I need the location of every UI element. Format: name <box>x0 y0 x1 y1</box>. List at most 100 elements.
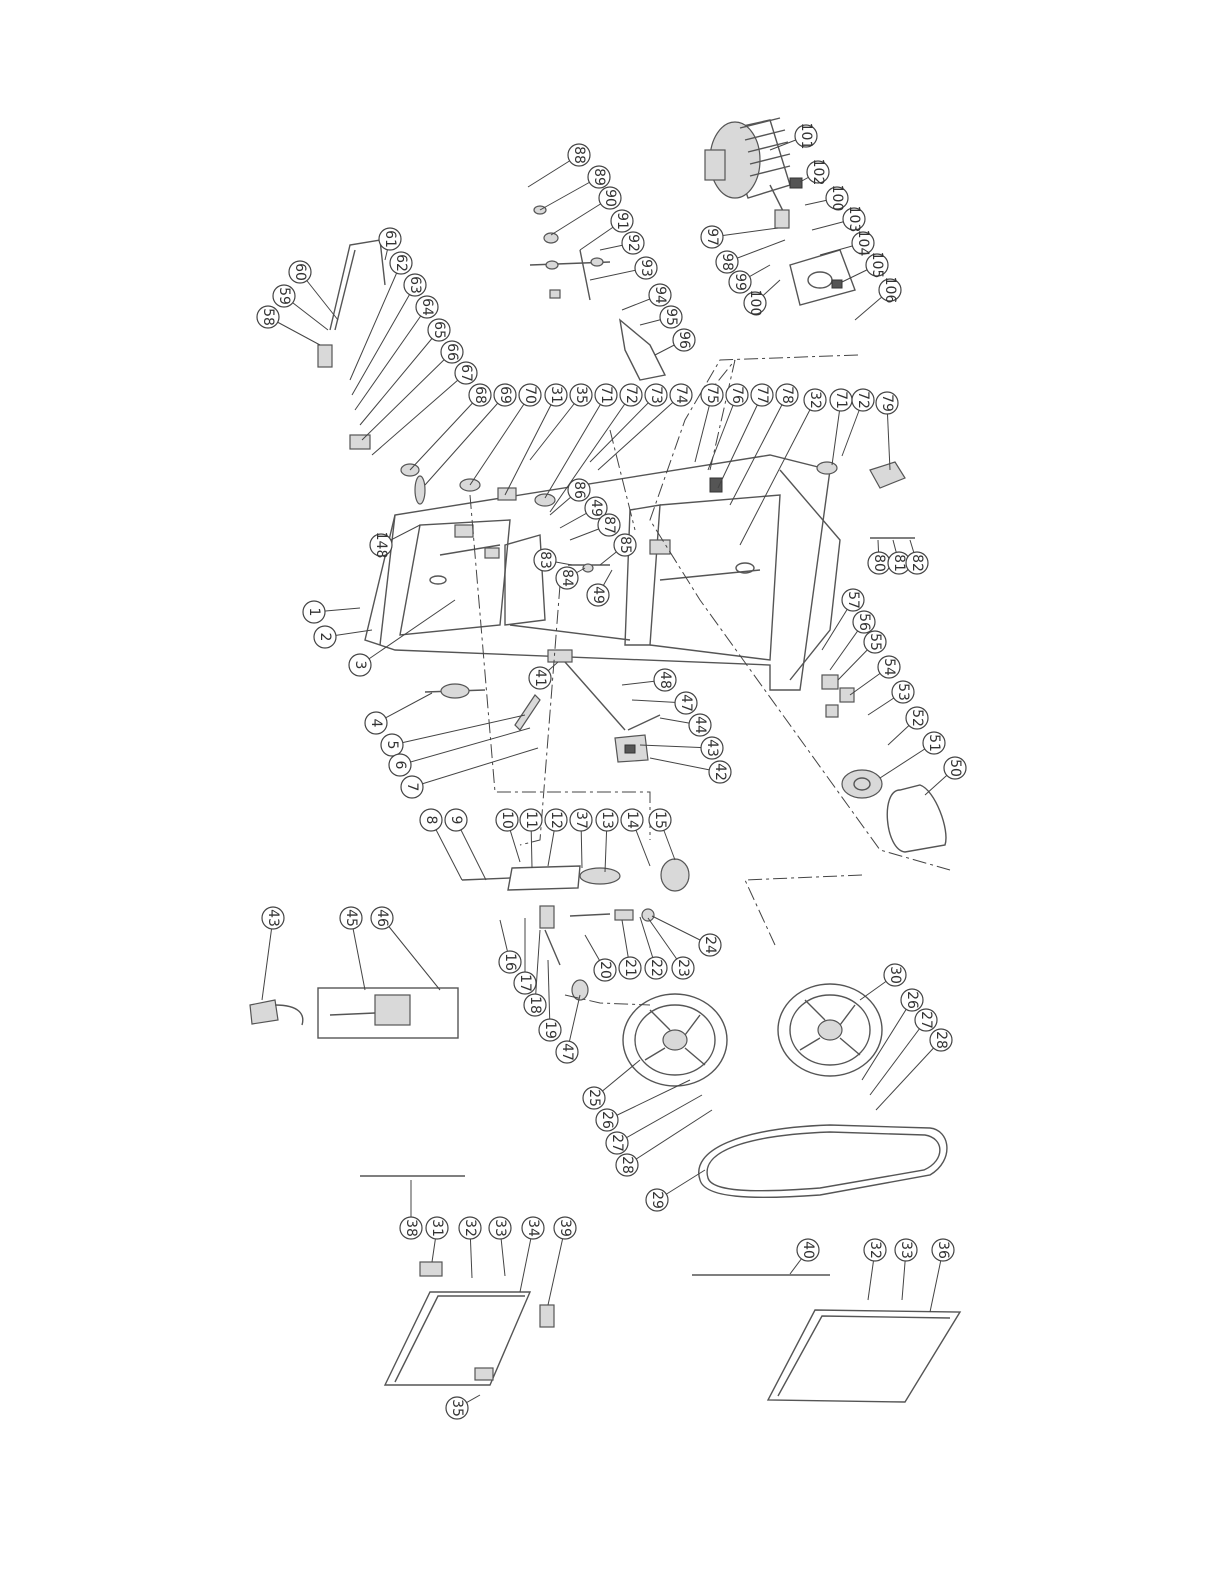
callout-number: 83 <box>537 551 553 569</box>
callout-92: 92 <box>621 231 645 255</box>
leader-line-42 <box>649 757 721 773</box>
callout-bubble <box>905 706 929 730</box>
lower-guide-assembly <box>461 858 690 1001</box>
callout-number: 14 <box>624 811 640 829</box>
callout-45: 45 <box>339 906 363 930</box>
callout-number: 29 <box>649 1191 665 1209</box>
callout-number: 72 <box>623 386 639 404</box>
callout-11: 11 <box>519 808 543 832</box>
callout-number: 63 <box>407 276 423 294</box>
callout-bubble <box>444 808 468 832</box>
leader-line-28 <box>875 1039 942 1111</box>
callout-bubble <box>445 1396 469 1420</box>
leader-line-45 <box>350 917 366 991</box>
callout-39: 39 <box>553 1216 577 1240</box>
callout-74: 74 <box>669 383 693 407</box>
callout-number: 80 <box>871 554 887 572</box>
callout-43: 43 <box>261 906 285 930</box>
callout-number: 68 <box>472 386 488 404</box>
callout-number: 98 <box>719 253 735 271</box>
callout-number: 31 <box>429 1219 445 1237</box>
callout-bubble <box>671 956 695 980</box>
leader-line-78 <box>729 394 788 506</box>
callout-bubble <box>399 1216 423 1240</box>
leader-line-3 <box>359 599 456 666</box>
callout-86: 86 <box>567 478 591 502</box>
callout-bubble <box>364 711 388 735</box>
callout-bubble <box>708 760 732 784</box>
band-saw-blade <box>698 1124 948 1199</box>
callout-80: 80 <box>867 551 891 575</box>
callout-number: 66 <box>444 343 460 361</box>
callout-bubble <box>943 756 967 780</box>
leader-line-62 <box>349 262 402 381</box>
callout-bubble <box>567 478 591 502</box>
callout-bubble <box>493 383 517 407</box>
callout-number: 27 <box>918 1011 934 1029</box>
callout-bubble <box>922 731 946 755</box>
callout-number: 90 <box>602 189 618 207</box>
callout-bubble <box>621 231 645 255</box>
callout-bubble <box>538 1018 562 1042</box>
callout-bubble <box>891 680 915 704</box>
callout-number: 77 <box>754 386 770 404</box>
callout-number: 73 <box>648 386 664 404</box>
callout-bubble <box>841 588 865 612</box>
callout-bubble <box>595 808 619 832</box>
callout-48: 48 <box>653 668 677 692</box>
callout-35: 35 <box>569 383 593 407</box>
callout-number: 105 <box>869 252 885 279</box>
callout-number: 32 <box>807 391 823 409</box>
leader-line-70 <box>469 394 531 486</box>
callout-number: 74 <box>673 386 689 404</box>
callout-31: 31 <box>544 383 568 407</box>
leader-line-27 <box>869 1019 927 1096</box>
callout-106: 106 <box>878 277 902 303</box>
callout-bubble <box>513 971 537 995</box>
callout-bubble <box>389 251 413 275</box>
callout-bubble <box>302 600 326 624</box>
callout-9: 9 <box>444 808 468 832</box>
callout-31: 31 <box>425 1216 449 1240</box>
callout-bubble <box>533 548 557 572</box>
callout-number: 104 <box>855 230 871 257</box>
callout-number: 1 <box>306 608 322 617</box>
callout-number: 9 <box>448 816 464 825</box>
callout-number: 47 <box>678 694 694 712</box>
callout-40: 40 <box>796 1238 820 1262</box>
callout-bubble <box>865 253 889 277</box>
callout-number: 95 <box>663 308 679 326</box>
callout-number: 85 <box>617 536 633 554</box>
callout-bubble <box>261 906 285 930</box>
callout-number: 22 <box>648 959 664 977</box>
leader-line-18 <box>534 929 541 1006</box>
callout-number: 56 <box>856 613 872 631</box>
callout-number: 58 <box>260 308 276 326</box>
callout-72: 72 <box>619 383 643 407</box>
callout-33: 33 <box>488 1216 512 1240</box>
callout-number: 148 <box>373 532 389 559</box>
callout-number: 53 <box>895 683 911 701</box>
callout-number: 15 <box>652 811 668 829</box>
callout-52: 52 <box>905 706 929 730</box>
callout-number: 28 <box>933 1031 949 1049</box>
callout-number: 37 <box>573 811 589 829</box>
callout-65: 65 <box>427 318 451 342</box>
callout-bubble <box>863 630 887 654</box>
callout-number: 23 <box>675 959 691 977</box>
callout-bubble <box>659 305 683 329</box>
callout-number: 26 <box>599 1111 615 1129</box>
callout-number: 59 <box>276 287 292 305</box>
callout-68: 68 <box>468 383 492 407</box>
shaft-assembly <box>529 205 667 381</box>
callout-71: 71 <box>594 383 618 407</box>
callout-bubble <box>427 318 451 342</box>
callout-number: 13 <box>599 811 615 829</box>
callout-54: 54 <box>877 655 901 679</box>
callout-bubble <box>582 1086 606 1110</box>
callout-42: 42 <box>708 760 732 784</box>
callout-73: 73 <box>644 383 668 407</box>
callout-76: 76 <box>725 383 749 407</box>
callout-number: 33 <box>898 1241 914 1259</box>
callout-number: 46 <box>374 909 390 927</box>
